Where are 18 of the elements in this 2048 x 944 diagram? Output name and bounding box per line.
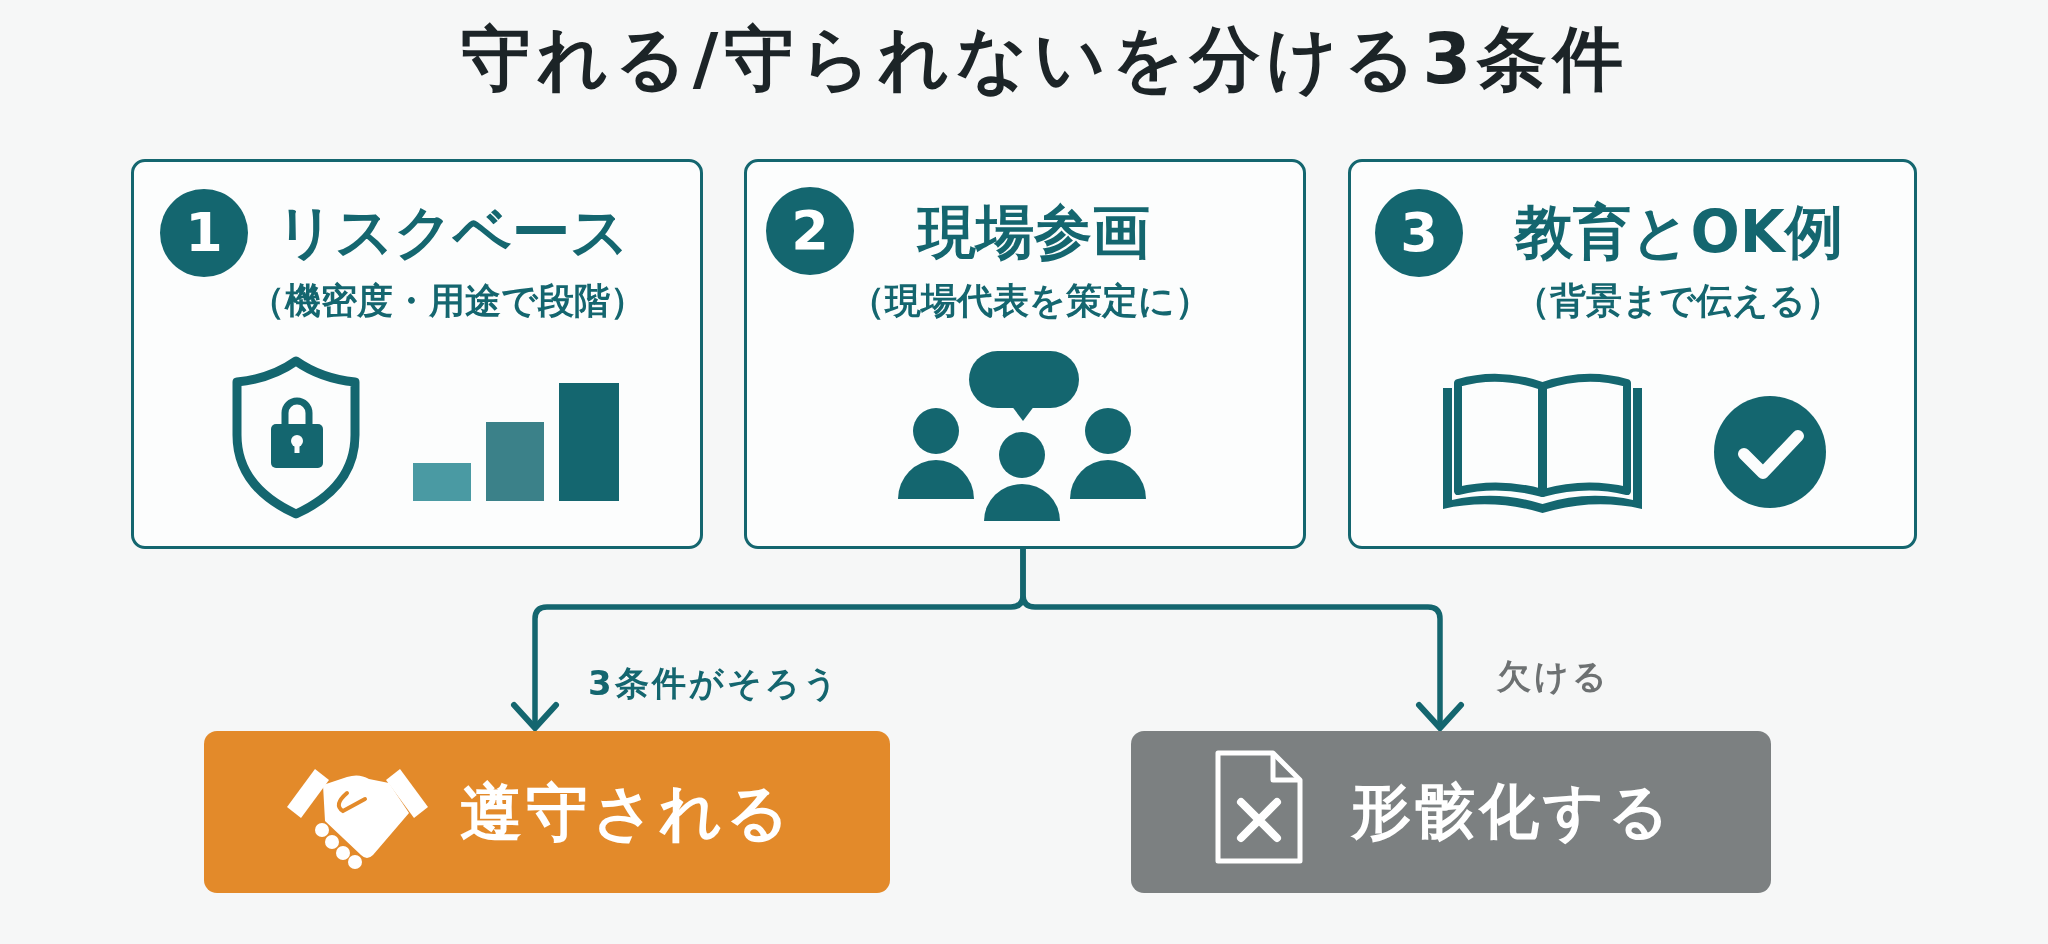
condition-card [744, 159, 1306, 549]
outcome-label: 形骸化する [1351, 778, 1673, 844]
card-subheading: （現場代表を策定に） [849, 281, 1211, 321]
condition-card [131, 159, 703, 549]
result-panel [1131, 731, 1771, 893]
number-badge: 1 [160, 189, 248, 277]
card-heading: リスクベース [275, 201, 629, 265]
number-badge: 2 [766, 187, 854, 275]
card-subheading: （機密度・用途で段階） [248, 281, 646, 321]
card-heading: 教育とOK例 [1515, 201, 1843, 265]
condition-card [1348, 159, 1917, 549]
outcome-label: 遵守される [459, 778, 793, 848]
number-badge: 3 [1375, 189, 1463, 277]
result-panel [204, 731, 890, 893]
title: 守れる/守られないを分ける3条件 [460, 20, 1630, 98]
card-heading: 現場参画 [918, 201, 1150, 265]
card-subheading: （背景まで伝える） [1514, 281, 1842, 321]
connector-arrow [1020, 549, 1464, 731]
